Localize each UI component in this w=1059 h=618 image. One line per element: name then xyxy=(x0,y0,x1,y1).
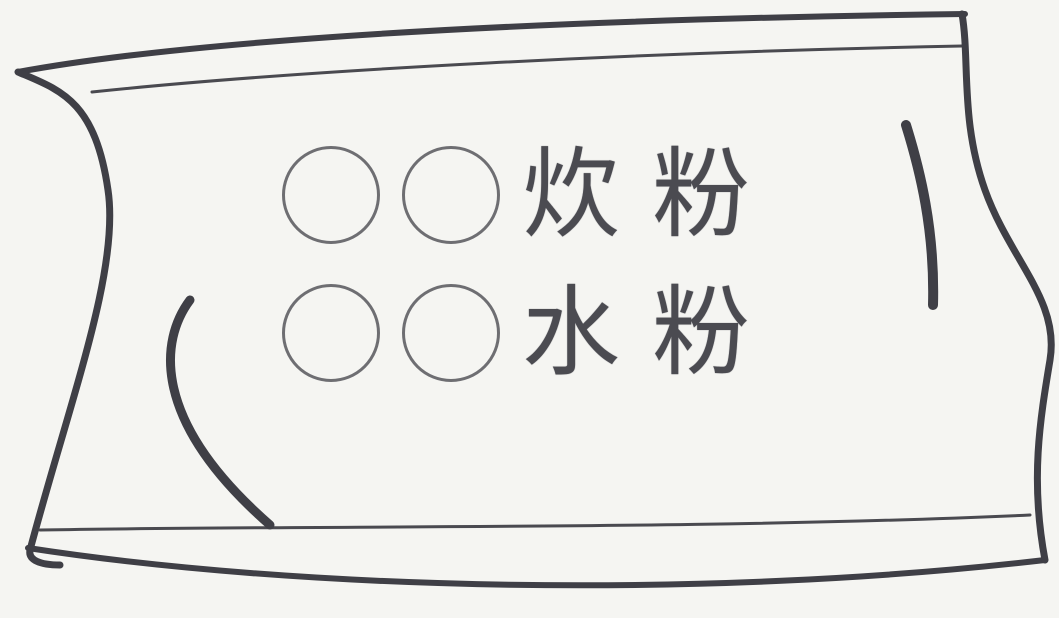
bag-top-edge xyxy=(15,11,968,75)
placeholder-circle xyxy=(402,146,500,244)
bag-right-crease xyxy=(901,120,939,310)
label-text: 炊粉 xyxy=(522,138,783,252)
bag-top-fold xyxy=(90,44,964,94)
placeholder-circle xyxy=(402,284,500,382)
placeholder-circle xyxy=(282,284,380,382)
placeholder-circle xyxy=(282,146,380,244)
bag-right-edge xyxy=(958,10,1055,564)
bag-left-edge xyxy=(14,68,114,569)
bag-bottom-fold xyxy=(38,513,1032,532)
label-line-shui-fen: 水粉 xyxy=(282,284,782,382)
bag-bottom-edge xyxy=(25,545,1048,589)
label-text: 水粉 xyxy=(522,276,783,390)
bag-left-crease xyxy=(166,295,275,530)
label-line-chao-fen: 炊粉 xyxy=(282,146,782,244)
